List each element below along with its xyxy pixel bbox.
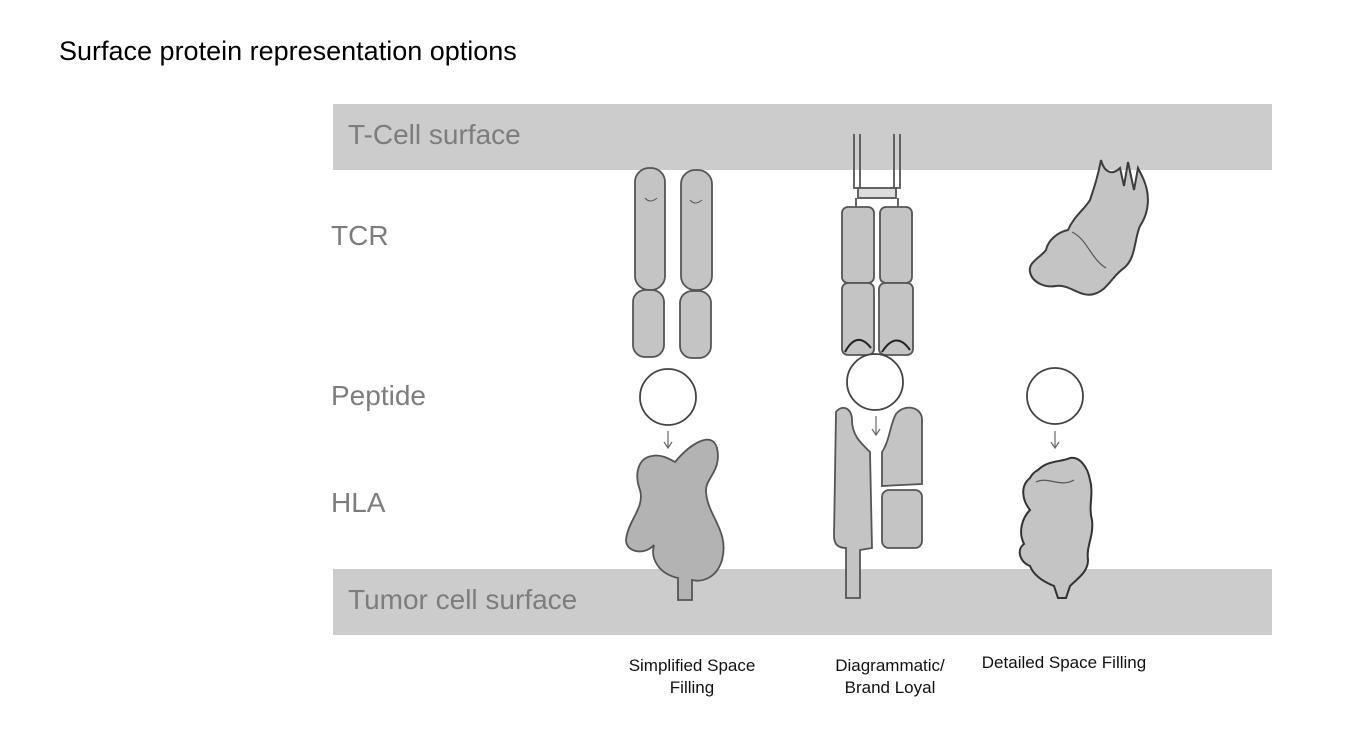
tumor-cell-surface-label: Tumor cell surface [348, 584, 578, 615]
detailed-tcr [1028, 159, 1149, 296]
diagrammatic-hla [833, 406, 923, 599]
t-cell-surface-label: T-Cell surface [348, 119, 521, 150]
detailed-hla-domain-line [1035, 479, 1075, 484]
row-label-tcr: TCR [331, 220, 389, 251]
detailed-peptide [1026, 367, 1084, 425]
detailed-arrow-icon [1050, 431, 1060, 450]
simplified-tcr [632, 167, 713, 359]
diagrammatic-arrow-icon [871, 416, 881, 437]
simplified-arrow-icon [663, 431, 673, 450]
t-cell-surface-band: T-Cell surface [333, 104, 1272, 170]
simplified-peptide [639, 368, 697, 426]
row-label-hla: HLA [331, 487, 386, 518]
diagrammatic-tcr [841, 134, 914, 356]
tumor-cell-surface-band: Tumor cell surface [333, 569, 1272, 635]
caption-diagrammatic: Diagrammatic/ Brand Loyal [835, 656, 945, 697]
detailed-tcr-domain-line [1071, 231, 1107, 269]
page-title: Surface protein representation options [59, 36, 517, 66]
row-label-peptide: Peptide [331, 380, 426, 411]
simplified-hla [625, 438, 725, 601]
caption-simplified: Simplified Space Filling [628, 656, 756, 697]
caption-detailed: Detailed Space Filling [981, 653, 1147, 672]
detailed-hla [1018, 456, 1094, 599]
diagrammatic-peptide [846, 353, 904, 411]
